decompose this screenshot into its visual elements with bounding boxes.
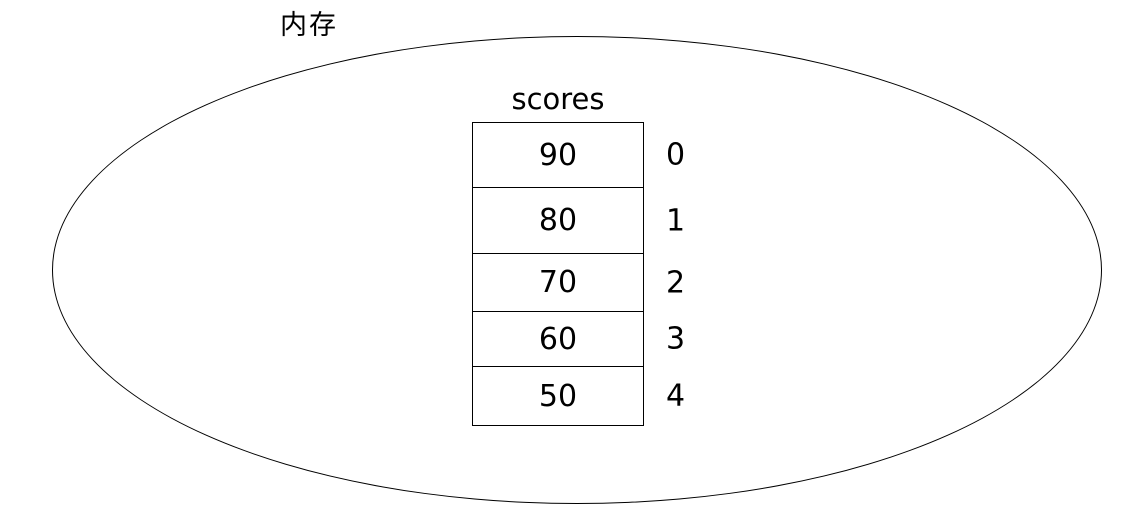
cell-index: 1	[666, 203, 686, 238]
memory-label: 内存	[280, 10, 338, 41]
array-box: 90 0 80 1 70 2 60 3 50 4	[472, 122, 685, 426]
cell-index: 4	[666, 378, 686, 414]
cell-value: 90	[538, 137, 578, 173]
array-cell-0: 90 0	[473, 123, 685, 188]
memory-ellipse	[52, 36, 1102, 504]
cell-index: 2	[666, 265, 686, 300]
array-name-label: scores	[511, 82, 605, 116]
array-cell-4: 50 4	[473, 367, 685, 425]
cell-value: 50	[538, 378, 578, 414]
cell-value: 70	[538, 265, 578, 300]
cell-value: 60	[538, 321, 578, 357]
array-cell-1: 80 1	[473, 188, 685, 254]
array-cell-3: 60 3	[473, 312, 685, 367]
cell-index: 3	[666, 321, 686, 357]
cell-value: 80	[538, 203, 578, 238]
array-cell-2: 70 2	[473, 254, 685, 312]
cell-index: 0	[666, 137, 686, 173]
